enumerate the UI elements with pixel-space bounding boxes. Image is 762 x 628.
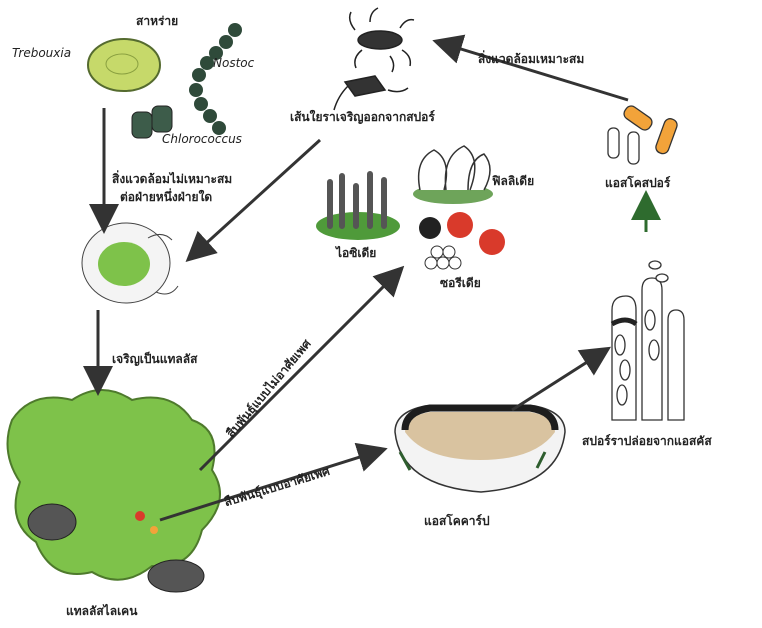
germinating-hyphae bbox=[334, 8, 414, 110]
developing-thallus bbox=[82, 223, 178, 303]
algae-heading: สาหร่าย bbox=[136, 12, 178, 31]
lichen-thallus-structure bbox=[8, 390, 221, 592]
trebouxia-label: Trebouxia bbox=[12, 46, 71, 60]
env-unsuitable-label-2: ต่อฝ่ายหนึ่งฝ่ายใด bbox=[120, 188, 212, 207]
ascospore-label: แอสโคสปอร์ bbox=[605, 174, 670, 193]
lichen-thallus-label: แทลลัสไลเคน bbox=[66, 602, 137, 621]
phyllidia-label: ฟิลลิเดีย bbox=[492, 172, 534, 191]
nostoc-label: Nostoc bbox=[213, 56, 254, 70]
isidia-label: ไอซิเดีย bbox=[336, 244, 376, 263]
soredia-label: ซอรีเดีย bbox=[440, 274, 481, 293]
isidia-structure bbox=[316, 174, 400, 240]
spore-release-label: สปอร์ราปล่อยจากแอสคัส bbox=[582, 432, 712, 451]
chlorococcus-label: Chlorococcus bbox=[162, 132, 242, 146]
ascocarp-label: แอสโคคาร์ป bbox=[424, 512, 490, 531]
arrow-ascocarp-to-asci bbox=[512, 350, 606, 410]
hypha-from-spore-label: เส้นใยราเจริญออกจากสปอร์ bbox=[290, 108, 435, 127]
env-unsuitable-label-1: สิ่งแวดล้อมไม่เหมาะสม bbox=[112, 170, 232, 189]
env-suitable-label: สิ่งแวดล้อมเหมาะสม bbox=[478, 50, 584, 69]
ascocarp-structure bbox=[395, 406, 565, 492]
phyllidia-structure bbox=[413, 146, 493, 204]
develop-thallus-label: เจริญเป็นแทลลัส bbox=[112, 350, 197, 369]
arrow-lichen-to-asexual bbox=[200, 270, 400, 470]
nostoc-chain bbox=[189, 23, 242, 135]
trebouxia-cell bbox=[88, 39, 160, 91]
soredia-structure bbox=[419, 212, 505, 269]
ascospores bbox=[608, 104, 679, 164]
asci bbox=[612, 261, 684, 420]
